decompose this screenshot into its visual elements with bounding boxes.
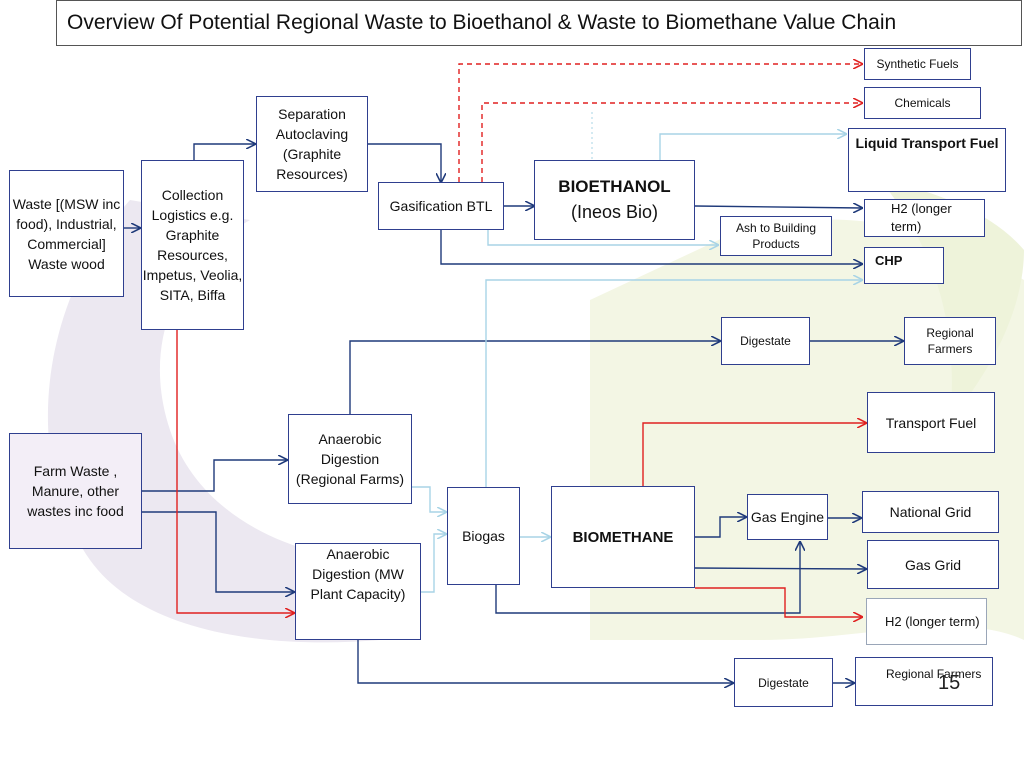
transport-fuel-label: Transport Fuel <box>885 414 977 431</box>
title-box: Overview Of Potential Regional Waste to … <box>56 0 1022 46</box>
h2-bottom-label: H2 (longer term) <box>885 613 980 629</box>
national-grid-box: National Grid <box>862 491 999 533</box>
arrow-separation-to-gasification <box>368 143 441 182</box>
arrow-biomethane-to-transport-fuel <box>642 423 866 486</box>
ash-box: Ash to Building Products <box>720 216 832 256</box>
gas-engine-box: Gas Engine <box>747 494 828 540</box>
arrow-farmwaste-to-ad-regional <box>142 460 287 492</box>
digestate-top-box: Digestate <box>721 317 810 365</box>
digestate-top-label: Digestate <box>740 334 791 348</box>
national-grid-label: National Grid <box>889 504 972 520</box>
chemicals-box: Chemicals <box>864 87 981 119</box>
gasification-label: Gasification BTL <box>389 198 493 214</box>
ad-regional-label: Anaerobic Digestion (Regional Farms) <box>295 431 405 487</box>
digestate-bottom-box: Digestate <box>734 658 833 707</box>
arrow-ad-mw-to-digestate <box>357 640 733 683</box>
arrow-collection-to-ad-mw <box>176 330 294 613</box>
h2-bottom-box: H2 (longer term) <box>866 598 987 645</box>
arrow-ad-regional-to-biogas <box>412 486 446 512</box>
biomethane-label: BIOMETHANE <box>572 528 674 546</box>
ad-mw-label: Anaerobic Digestion (MW Plant Capacity) <box>310 546 406 602</box>
synthetic-fuels-label: Synthetic Fuels <box>876 57 959 71</box>
chemicals-label: Chemicals <box>894 96 951 110</box>
arrow-biogas-to-gas-engine <box>495 542 800 614</box>
transport-fuel-box: Transport Fuel <box>867 392 995 453</box>
arrow-ad-mw-to-biogas <box>421 534 446 593</box>
arrow-bioethanol-to-h2 <box>694 206 862 208</box>
regional-farmers-top-label: Regional Farmers <box>926 326 974 356</box>
arrow-bioethanol-to-liquid-fuel <box>659 134 846 160</box>
waste-label: Waste [(MSW inc food), Industrial, Comme… <box>12 195 121 272</box>
arrow-biomethane-to-h2 <box>695 587 862 617</box>
arrow-biomethane-to-gas-grid <box>694 568 866 569</box>
regional-farmers-top-box: Regional Farmers <box>904 317 996 365</box>
h2-top-label: H2 (longer term) <box>891 201 952 234</box>
bioethanol-title: BIOETHANOL <box>558 177 671 196</box>
biogas-label: Biogas <box>462 528 505 544</box>
synthetic-fuels-box: Synthetic Fuels <box>864 48 971 80</box>
arrow-ad-regional-to-digestate <box>349 341 720 414</box>
arrow-collection-to-separation <box>193 144 255 160</box>
arrow-gasification-to-synthetic-fuels <box>458 64 862 182</box>
farm-waste-label: Farm Waste , Manure, other wastes inc fo… <box>27 463 124 519</box>
chp-label: CHP <box>875 253 903 268</box>
chp-box: CHP <box>864 247 944 284</box>
farm-waste-box: Farm Waste , Manure, other wastes inc fo… <box>9 433 142 549</box>
regional-farmers-bottom-label: Regional Farmers <box>886 667 982 681</box>
gas-grid-label: Gas Grid <box>904 556 961 573</box>
waste-box: Waste [(MSW inc food), Industrial, Comme… <box>9 170 124 297</box>
biomethane-box: BIOMETHANE <box>551 486 695 588</box>
ad-regional-box: Anaerobic Digestion (Regional Farms) <box>288 414 412 504</box>
h2-top-box: H2 (longer term) <box>864 199 985 237</box>
arrow-biomethane-to-gas-engine <box>695 517 746 538</box>
separation-box: Separation Autoclaving (Graphite Resourc… <box>256 96 368 192</box>
slide-number: 15 <box>938 672 961 694</box>
arrow-gasification-to-ash <box>487 230 718 245</box>
collection-logistics-label: Collection Logistics e.g. Graphite Resou… <box>142 187 243 303</box>
separation-label: Separation Autoclaving (Graphite Resourc… <box>275 106 349 182</box>
biogas-box: Biogas <box>447 487 520 585</box>
bioethanol-box: BIOETHANOL (Ineos Bio) <box>534 160 695 240</box>
arrow-biogas-to-chp <box>485 280 862 487</box>
page-title: Overview Of Potential Regional Waste to … <box>67 11 897 34</box>
arrow-farmwaste-to-ad-mw <box>142 511 294 592</box>
ash-label: Ash to Building Products <box>735 221 817 251</box>
liquid-transport-fuel-label: Liquid Transport Fuel <box>855 135 999 151</box>
gasification-box: Gasification BTL <box>378 182 504 230</box>
gas-grid-box: Gas Grid <box>867 540 999 589</box>
gas-engine-label: Gas Engine <box>750 509 825 525</box>
liquid-transport-fuel-box: Liquid Transport Fuel <box>848 128 1006 192</box>
bioethanol-subtitle: (Ineos Bio) <box>570 202 659 222</box>
collection-logistics-box: Collection Logistics e.g. Graphite Resou… <box>141 160 244 330</box>
ad-mw-box: Anaerobic Digestion (MW Plant Capacity) <box>295 543 421 640</box>
arrow-gasification-to-chp <box>440 230 862 264</box>
digestate-bottom-label: Digestate <box>758 675 809 690</box>
regional-farmers-bottom-box: Regional Farmers <box>855 657 993 706</box>
